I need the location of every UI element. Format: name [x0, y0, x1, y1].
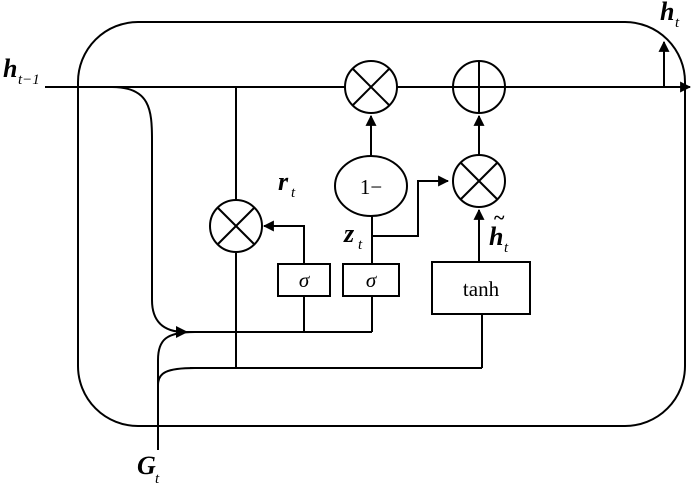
svg-text:h: h: [660, 0, 674, 26]
svg-text:t: t: [291, 185, 296, 201]
r-label: r t: [278, 167, 296, 201]
svg-text:t−1: t−1: [18, 72, 40, 88]
bus-arrowhead: [176, 326, 188, 338]
svg-text:h: h: [3, 54, 17, 83]
one-minus-label: 1−: [360, 175, 382, 199]
svg-text:t: t: [504, 240, 509, 256]
tanh-label: tanh: [463, 277, 500, 301]
add-node: [452, 60, 506, 114]
h-prev-label: h t−1: [3, 54, 40, 88]
svg-text:t: t: [155, 471, 160, 487]
svg-text:h: h: [489, 222, 503, 251]
svg-text:r: r: [278, 167, 289, 196]
candidate-multiply-node: [452, 154, 506, 208]
sigma-r-label: σ: [299, 268, 311, 292]
g-input-lower: [157, 367, 196, 386]
tanh-box: [431, 261, 531, 315]
h-prev-branch: [111, 86, 186, 333]
sigma-z-label: σ: [366, 268, 378, 292]
cell-boundary: [77, 21, 686, 427]
reset-multiply-node: [209, 199, 263, 253]
reset-gate-line: [262, 220, 305, 264]
svg-text:t: t: [675, 15, 680, 31]
svg-text:~: ~: [494, 207, 505, 229]
z-to-multiply: [372, 175, 450, 237]
h-out-label: h t: [660, 0, 680, 31]
g-input-line: [157, 331, 196, 450]
svg-text:t: t: [358, 237, 363, 253]
state-multiply-node: [344, 60, 398, 114]
h-candidate-label: ~ h t: [489, 207, 509, 256]
g-label: G t: [137, 451, 160, 487]
z-label: z t: [343, 219, 363, 253]
svg-text:z: z: [343, 219, 355, 248]
svg-text:G: G: [137, 451, 156, 480]
